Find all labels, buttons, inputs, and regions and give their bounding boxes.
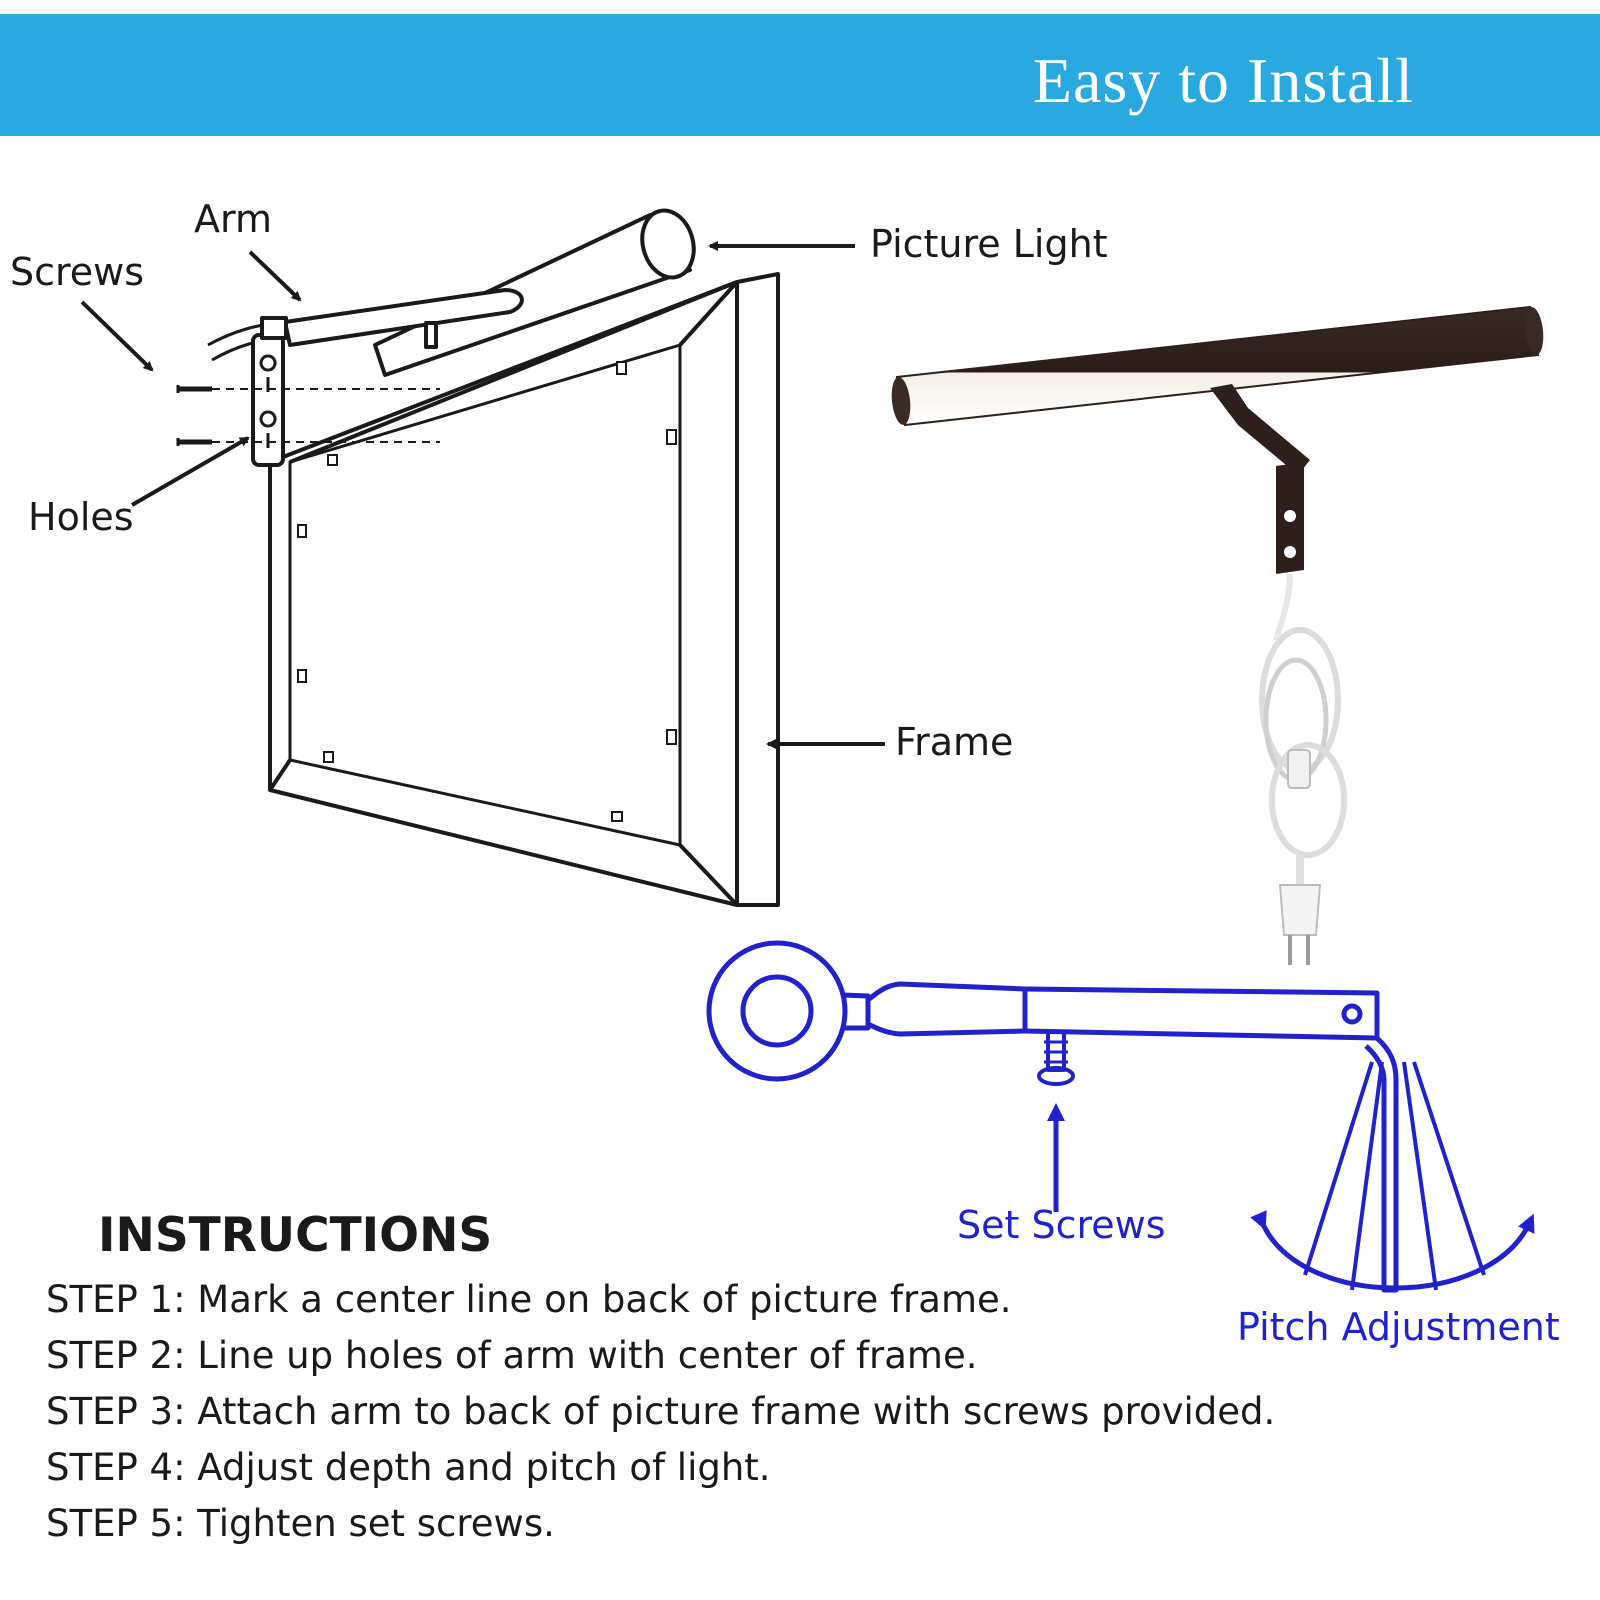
label-pitch-adjustment: Pitch Adjustment [1237,1305,1560,1349]
frame-clips [297,361,677,822]
instruction-step: STEP 3: Attach arm to back of picture fr… [46,1390,1276,1433]
label-set-screws: Set Screws [957,1203,1166,1247]
label-holes: Holes [28,495,134,539]
label-screws: Screws [10,250,145,294]
screws-icon [176,385,212,446]
instructions-title: INSTRUCTIONS [98,1208,493,1263]
instructions-list: STEP 1: Mark a center line on back of pi… [46,1272,1275,1552]
label-arm: Arm [194,197,272,241]
label-frame: Frame [895,720,1014,764]
guide-lines [212,388,440,443]
label-picture-light: Picture Light [870,222,1108,266]
header-banner: Easy to Install [0,14,1600,136]
arm-drawing [207,208,696,467]
instruction-step: STEP 1: Mark a center line on back of pi… [46,1278,1012,1321]
label-arrows [80,241,885,749]
frame-drawing [268,272,780,907]
instruction-step: STEP 4: Adjust depth and pitch of light. [46,1446,771,1489]
instruction-step: STEP 2: Line up holes of arm with center… [46,1334,978,1377]
instruction-step: STEP 5: Tighten set screws. [46,1502,555,1545]
pitch-detail-drawing [706,940,1535,1293]
picture-light-product [891,305,1544,965]
page-title: Easy to Install [1032,45,1414,116]
